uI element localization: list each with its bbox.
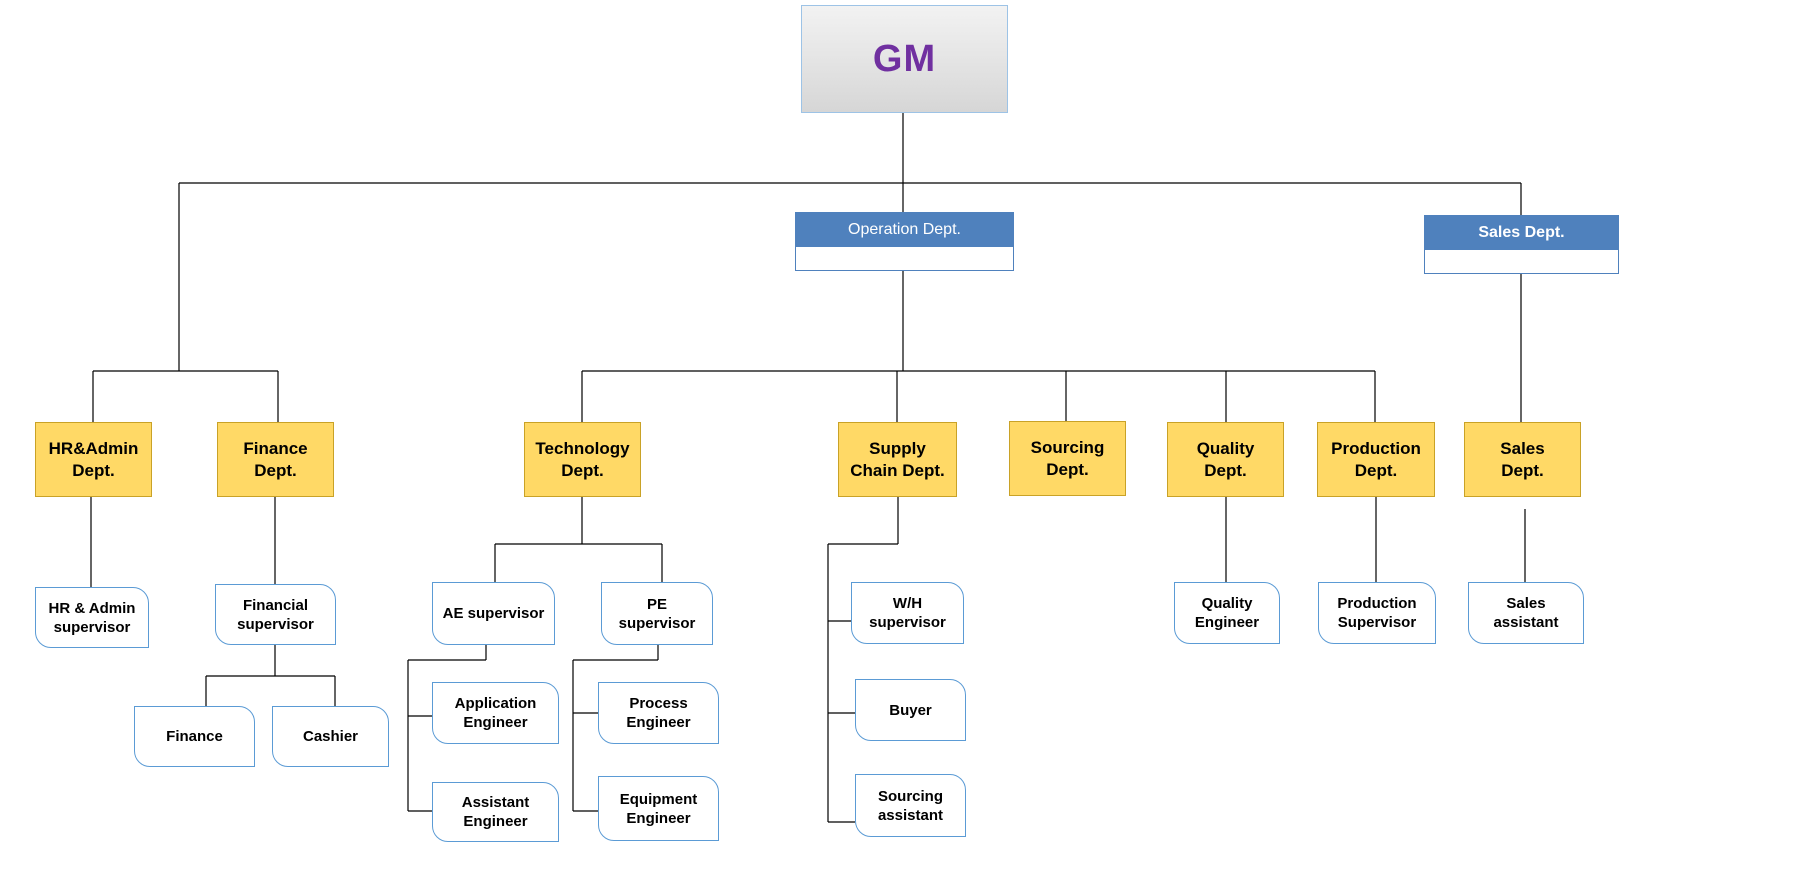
unit-production: Production Dept. [1317, 422, 1435, 497]
role-quality-engineer: Quality Engineer [1174, 582, 1280, 644]
role-process-engineer: Process Engineer [598, 682, 719, 744]
role-cashier: Cashier [272, 706, 389, 767]
unit-finance: Finance Dept. [217, 422, 334, 497]
operation-dept-box: Operation Dept. [795, 212, 1014, 271]
role-ae-supervisor: AE supervisor [432, 582, 555, 645]
unit-technology: Technology Dept. [524, 422, 641, 497]
gm-label: GM [872, 37, 937, 80]
unit-sourcing: Sourcing Dept. [1009, 421, 1126, 496]
unit-hr-admin: HR&Admin Dept. [35, 422, 152, 497]
unit-quality: Quality Dept. [1167, 422, 1284, 497]
role-financial-supervisor: Financial supervisor [215, 584, 336, 645]
role-assistant-engineer: Assistant Engineer [432, 782, 559, 842]
operation-dept-label: Operation Dept. [796, 213, 1013, 247]
unit-supply-chain: Supply Chain Dept. [838, 422, 957, 497]
role-wh-supervisor: W/H supervisor [851, 582, 964, 644]
sales-dept-label: Sales Dept. [1425, 216, 1618, 250]
role-sales-assistant: Sales assistant [1468, 582, 1584, 644]
sales-dept-box: Sales Dept. [1424, 215, 1619, 274]
gm-box: GM [801, 5, 1008, 113]
role-buyer: Buyer [855, 679, 966, 741]
unit-sales: Sales Dept. [1464, 422, 1581, 497]
role-finance: Finance [134, 706, 255, 767]
role-pe-supervisor: PE supervisor [601, 582, 713, 645]
role-sourcing-assistant: Sourcing assistant [855, 774, 966, 837]
role-application-engineer: Application Engineer [432, 682, 559, 744]
role-production-supervisor: Production Supervisor [1318, 582, 1436, 644]
role-equipment-engineer: Equipment Engineer [598, 776, 719, 841]
role-hr-admin-supervisor: HR & Admin supervisor [35, 587, 149, 648]
